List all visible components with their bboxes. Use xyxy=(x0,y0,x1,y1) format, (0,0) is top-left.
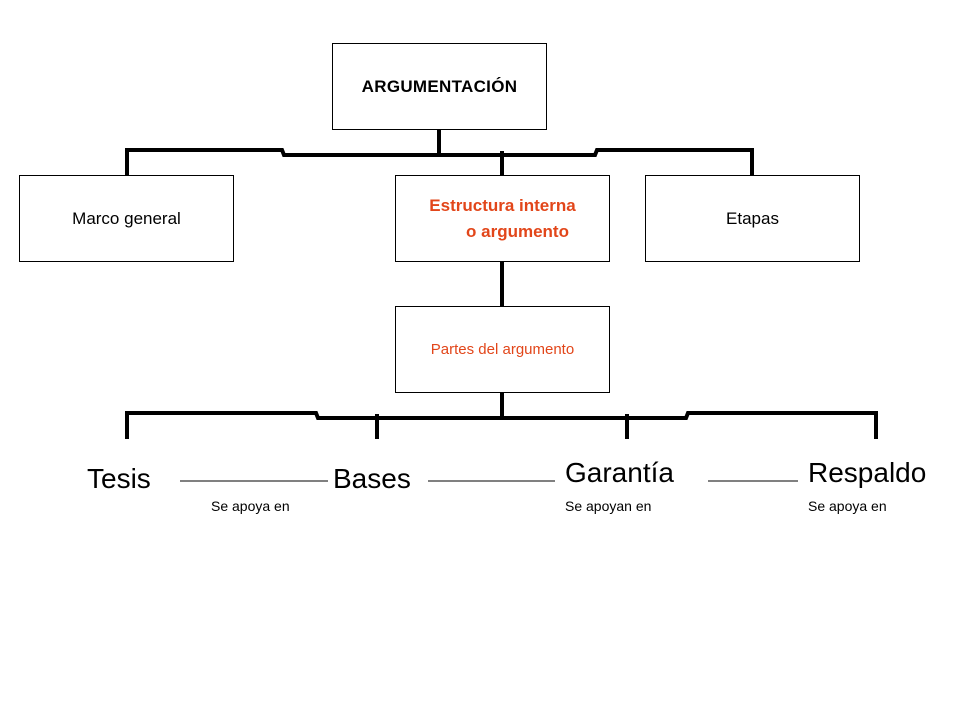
relation-label-garantia: Se apoyan en xyxy=(565,498,652,514)
node-partes-label: Partes del argumento xyxy=(430,341,575,358)
node-marco-general: Marco general xyxy=(19,175,234,262)
estructura-label-line1: Estructura interna xyxy=(429,195,576,215)
node-estructura-interna: Estructura interna o argumento xyxy=(395,175,610,262)
root-node-argumentacion: ARGUMENTACIÓN xyxy=(332,43,547,130)
level2-bracket-line xyxy=(125,148,754,177)
root-node-label: ARGUMENTACIÓN xyxy=(361,76,518,96)
node-partes-del-argumento: Partes del argumento xyxy=(395,306,610,393)
term-bases: Bases xyxy=(333,463,411,494)
term-garantia: Garantía xyxy=(565,457,674,488)
estructura-label-line2: o argumento xyxy=(466,221,569,241)
relation-label-respaldo: Se apoya en xyxy=(808,498,887,514)
relation-label-tesis-bases: Se apoya en xyxy=(211,498,290,514)
terms-bracket-line xyxy=(125,411,878,439)
term-respaldo: Respaldo xyxy=(808,457,927,488)
node-etapas-label: Etapas xyxy=(726,208,779,228)
node-estructura-interna-label: Estructura interna o argumento xyxy=(429,193,575,245)
node-etapas: Etapas xyxy=(645,175,860,262)
term-tesis: Tesis xyxy=(87,463,151,494)
node-marco-general-label: Marco general xyxy=(72,208,181,228)
